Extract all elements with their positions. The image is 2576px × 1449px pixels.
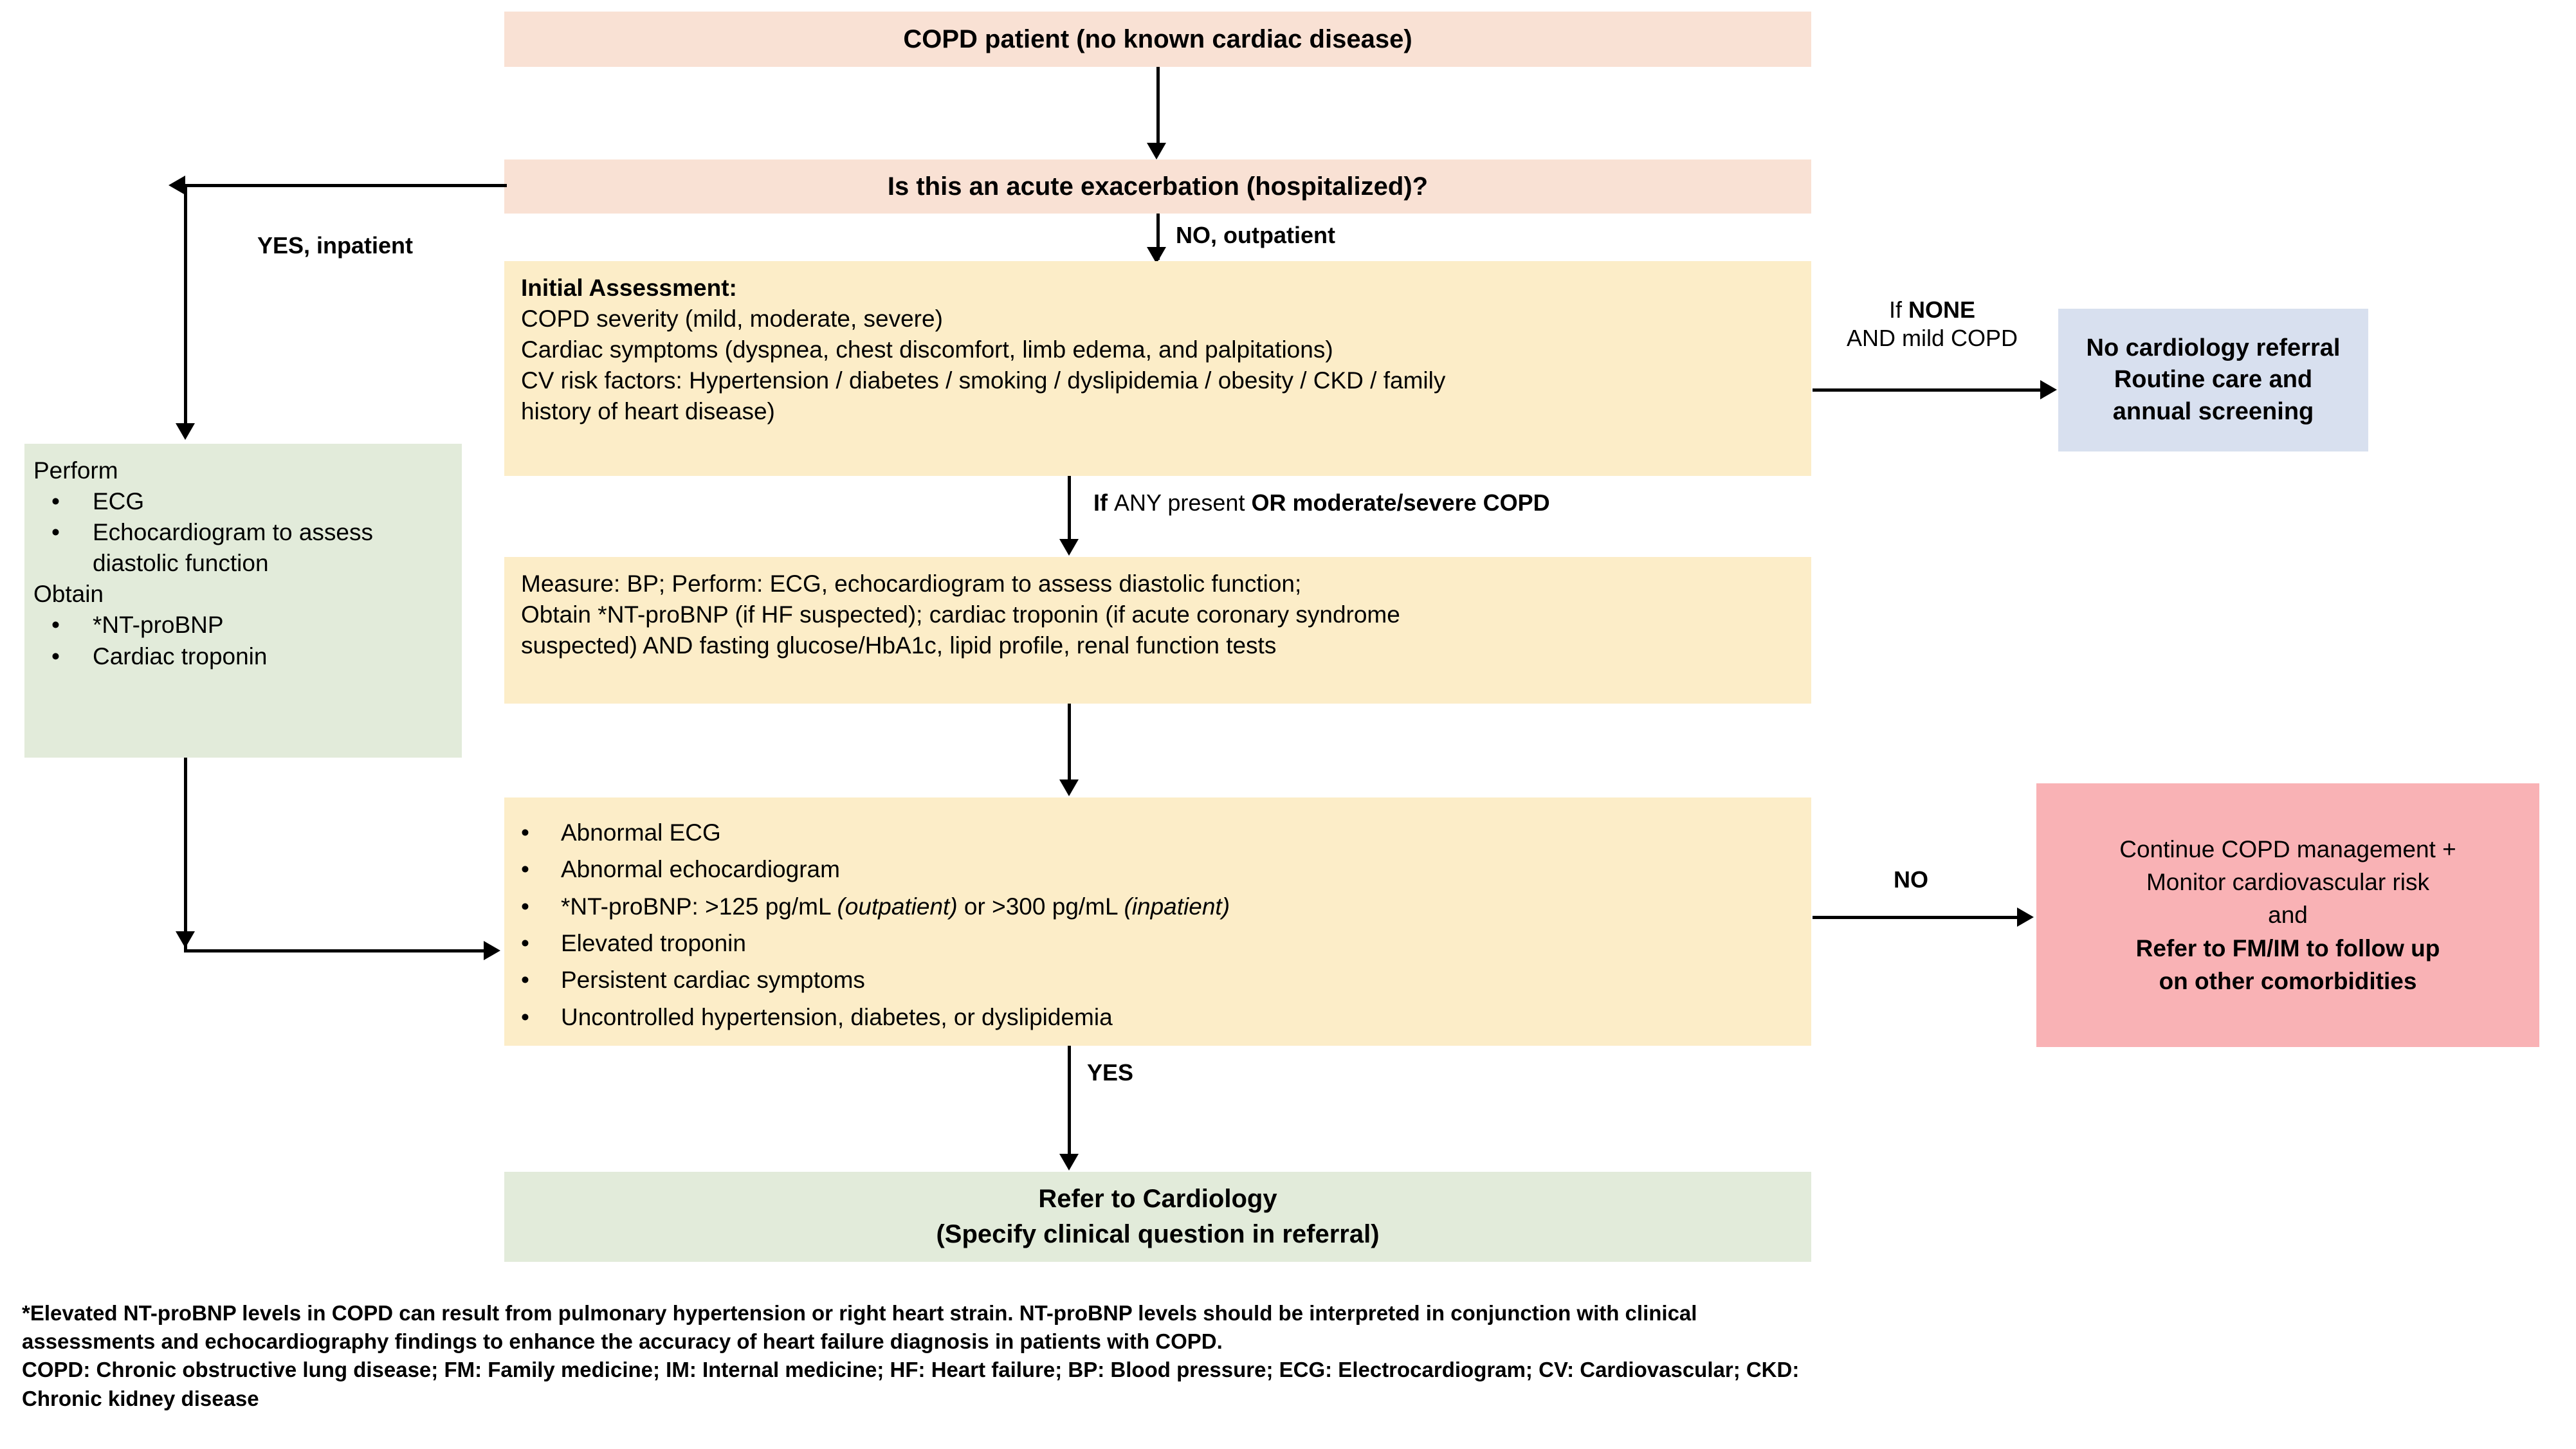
continue-copd-line-3: and — [2268, 902, 2308, 929]
inpatient-workup-item-3: *NT-proBNP — [93, 612, 224, 639]
no-referral-line-1: No cardiology referral — [2086, 334, 2341, 361]
initial-assessment-line-4: history of heart disease) — [521, 398, 775, 425]
arrowhead-workup-to-criteria — [484, 941, 500, 960]
no-referral-line-2: Routine care and — [2114, 366, 2313, 394]
no-referral-line-3: annual screening — [2112, 397, 2314, 425]
connector-start-to-decision — [1156, 67, 1160, 148]
arrowhead-yes-to-cardiology — [1059, 1154, 1079, 1171]
criteria-item-1: Abnormal ECG — [561, 819, 721, 846]
criteria-item-3: *NT-proBNP: >125 pg/mL (outpatient) or >… — [561, 893, 1230, 920]
arrowhead-no-outpatient — [1147, 247, 1166, 264]
bullet-icon: • — [521, 930, 529, 957]
table-row: • Abnormal ECG — [511, 814, 1805, 851]
bullet-icon: • — [521, 819, 529, 846]
connector-workup-to-criteria-horizontal — [184, 949, 485, 952]
connector-no-to-continue — [1813, 916, 2018, 919]
node-start-label: COPD patient (no known cardiac disease) — [903, 25, 1412, 53]
bullet-icon: • — [521, 1003, 529, 1030]
edge-label-yes: YES — [1087, 1059, 1134, 1086]
edge-label-yes-inpatient: YES, inpatient — [257, 232, 414, 259]
arrowhead-if-none — [2040, 380, 2057, 399]
continue-copd-line-2: Monitor cardiovascular risk — [2146, 869, 2430, 896]
inpatient-workup-item-4: Cardiac troponin — [93, 642, 268, 670]
initial-assessment-line-2: Cardiac symptoms (dyspnea, chest discomf… — [521, 336, 1333, 363]
arrowhead-yes-inpatient-down — [176, 423, 195, 440]
table-row: • Persistent cardiac symptoms — [511, 961, 1805, 998]
criteria-item-4: Elevated troponin — [561, 930, 746, 957]
arrowhead-workup-down — [176, 931, 195, 948]
connector-yes-inpatient-horizontal — [185, 184, 507, 187]
arrowhead-start-to-decision — [1147, 143, 1166, 159]
list-item: • ECG — [33, 486, 453, 517]
criteria-item-6: Uncontrolled hypertension, diabetes, or … — [561, 1003, 1113, 1030]
node-decision-label: Is this an acute exacerbation (hospitali… — [887, 172, 1429, 201]
refer-cardiology-line-2: (Specify clinical question in referral) — [936, 1220, 1380, 1248]
arrowhead-no-to-continue — [2017, 907, 2034, 927]
connector-if-none — [1813, 388, 2042, 392]
continue-copd-line-4: Refer to FM/IM to follow up — [2135, 934, 2440, 961]
bullet-icon: • — [51, 642, 60, 670]
node-no-referral: No cardiology referral Routine care and … — [2058, 309, 2368, 451]
initial-assessment-heading: Initial Assessment: — [521, 275, 737, 301]
node-testing: Measure: BP; Perform: ECG, echocardiogra… — [504, 557, 1811, 704]
bullet-icon: • — [51, 488, 60, 515]
table-row: • *NT-proBNP: >125 pg/mL (outpatient) or… — [511, 888, 1805, 925]
footnote-line-1: *Elevated NT-proBNP levels in COPD can r… — [22, 1301, 1697, 1325]
list-item: • Cardiac troponin — [33, 641, 453, 672]
table-row: • Elevated troponin — [511, 925, 1805, 961]
list-item: • *NT-proBNP — [33, 610, 453, 641]
table-row: • Abnormal echocardiogram — [511, 851, 1805, 888]
node-refer-cardiology: Refer to Cardiology (Specify clinical qu… — [504, 1172, 1811, 1262]
connector-yes-inpatient-vertical — [184, 184, 187, 436]
footnote-line-3: COPD: Chronic obstructive lung disease; … — [22, 1358, 1800, 1382]
connector-testing-to-criteria — [1068, 704, 1071, 792]
criteria-item-5: Persistent cardiac symptoms — [561, 967, 865, 994]
testing-line-2: Obtain *NT-proBNP (if HF suspected); car… — [521, 601, 1400, 628]
arrowhead-if-any — [1059, 539, 1079, 556]
connector-if-any — [1068, 476, 1071, 552]
bullet-icon: • — [521, 967, 529, 994]
criteria-item-2: Abnormal echocardiogram — [561, 856, 840, 883]
node-criteria: • Abnormal ECG • Abnormal echocardiogram… — [504, 797, 1811, 1046]
bullet-icon: • — [51, 612, 60, 639]
continue-copd-line-1: Continue COPD management + — [2119, 836, 2456, 863]
arrowhead-testing-to-criteria — [1059, 779, 1079, 796]
testing-line-1: Measure: BP; Perform: ECG, echocardiogra… — [521, 570, 1302, 597]
node-continue-copd: Continue COPD management + Monitor cardi… — [2036, 783, 2539, 1047]
node-start: COPD patient (no known cardiac disease) — [504, 12, 1811, 67]
node-decision-exacerbation: Is this an acute exacerbation (hospitali… — [504, 159, 1811, 214]
refer-cardiology-line-1: Refer to Cardiology — [1038, 1184, 1277, 1213]
bullet-icon: • — [521, 856, 529, 883]
inpatient-workup-heading-2: Obtain — [33, 581, 104, 608]
footnote-block: *Elevated NT-proBNP levels in COPD can r… — [22, 1299, 2556, 1413]
inpatient-workup-item-1: ECG — [93, 488, 145, 515]
footnote-line-2: assessments and echocardiography finding… — [22, 1329, 1223, 1354]
connector-no-outpatient — [1156, 214, 1160, 260]
bullet-icon: • — [521, 893, 529, 920]
inpatient-workup-heading-1: Perform — [33, 457, 118, 484]
list-item: • Echocardiogram to assess diastolic fun… — [33, 517, 453, 579]
bullet-icon: • — [51, 519, 60, 546]
edge-label-no-outpatient: NO, outpatient — [1176, 222, 1335, 248]
node-initial-assessment: Initial Assessment: COPD severity (mild,… — [504, 261, 1811, 476]
initial-assessment-line-3: CV risk factors: Hypertension / diabetes… — [521, 367, 1446, 394]
arrowhead-yes-inpatient — [169, 176, 185, 195]
inpatient-workup-item-2: Echocardiogram to assess diastolic funct… — [93, 519, 373, 577]
edge-label-no: NO — [1894, 866, 1928, 893]
edge-label-if-any: If ANY present OR moderate/severe COPD — [1093, 489, 1550, 516]
continue-copd-line-5: on other comorbidities — [2159, 967, 2417, 994]
connector-workup-to-criteria-vertical — [184, 758, 187, 951]
node-inpatient-workup: Perform • ECG • Echocardiogram to assess… — [24, 444, 462, 758]
edge-label-if-none: If NONE AND mild COPD — [1846, 296, 2018, 351]
table-row: • Uncontrolled hypertension, diabetes, o… — [511, 999, 1805, 1035]
connector-yes-to-cardiology — [1068, 1046, 1071, 1167]
initial-assessment-line-1: COPD severity (mild, moderate, severe) — [521, 305, 943, 333]
footnote-line-4: Chronic kidney disease — [22, 1386, 259, 1410]
testing-line-3: suspected) AND fasting glucose/HbA1c, li… — [521, 632, 1277, 659]
